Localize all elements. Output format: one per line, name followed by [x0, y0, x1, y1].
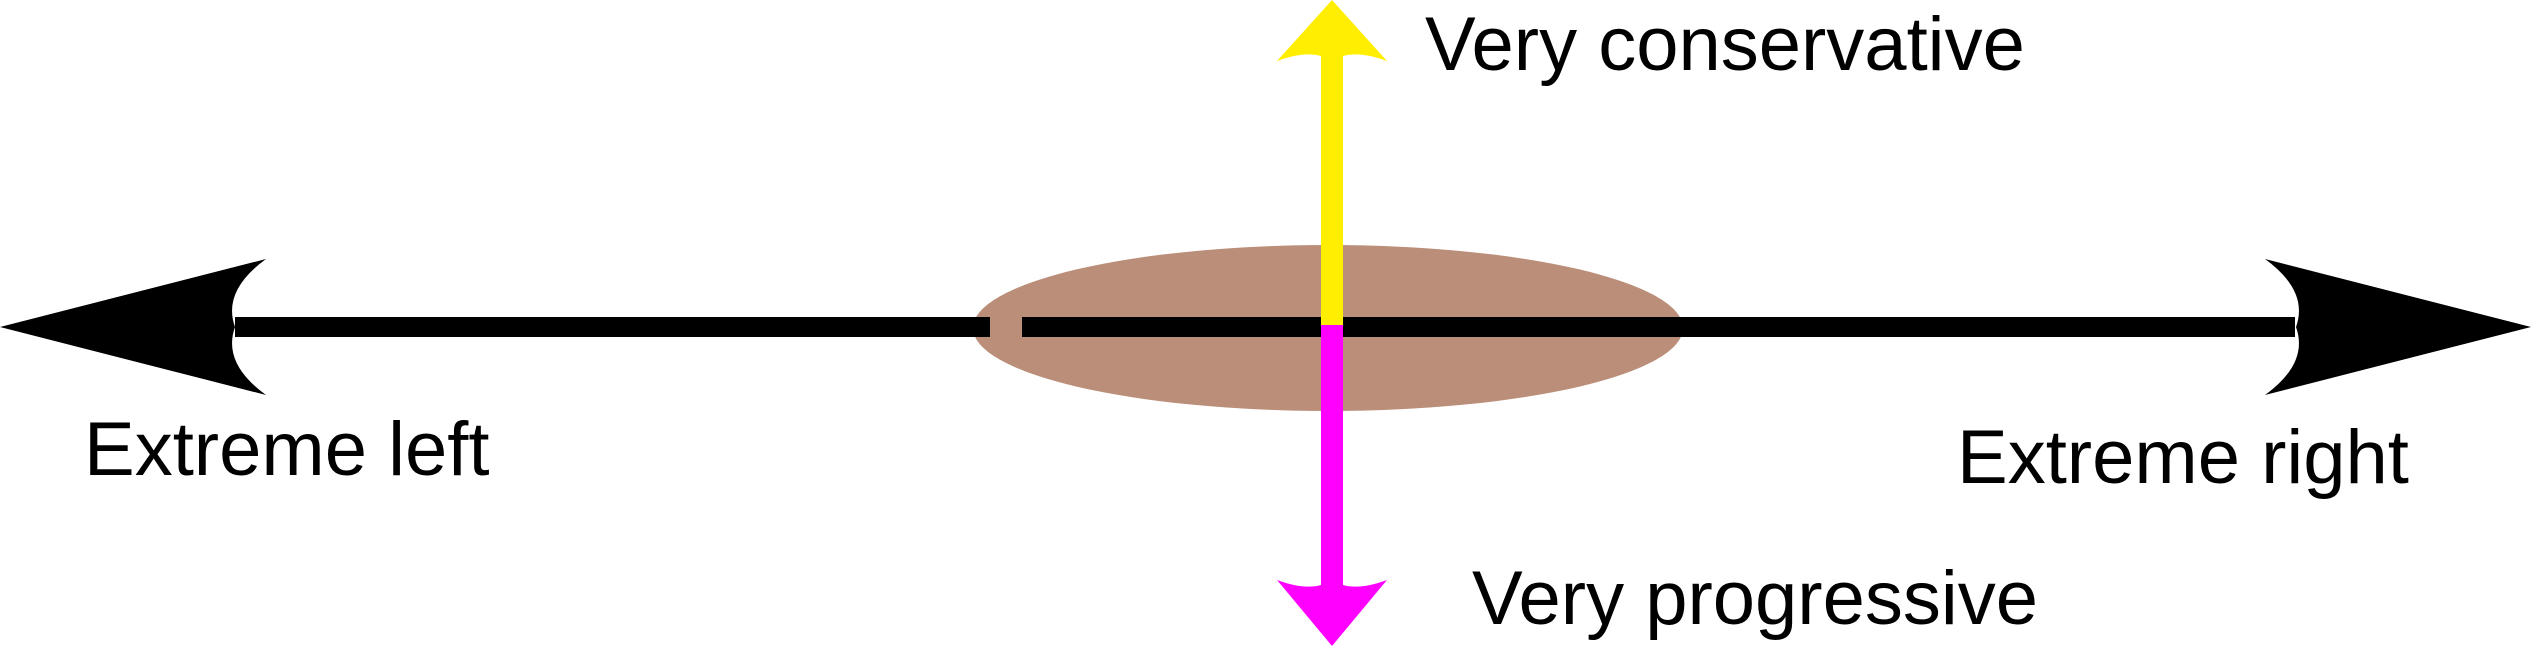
label-very-progressive: Very progressive: [1472, 556, 2038, 641]
progressive-arrow-shaft: [1321, 325, 1343, 593]
left-arrowhead: [0, 259, 266, 395]
conservative-arrow-shaft: [1321, 48, 1343, 327]
label-extreme-right: Extreme right: [1957, 415, 2409, 500]
label-very-conservative: Very conservative: [1425, 2, 2025, 87]
label-extreme-left: Extreme left: [84, 407, 489, 492]
progressive-arrowhead: [1277, 580, 1387, 646]
conservative-arrowhead: [1277, 0, 1387, 61]
right-arrowhead: [2265, 259, 2531, 395]
